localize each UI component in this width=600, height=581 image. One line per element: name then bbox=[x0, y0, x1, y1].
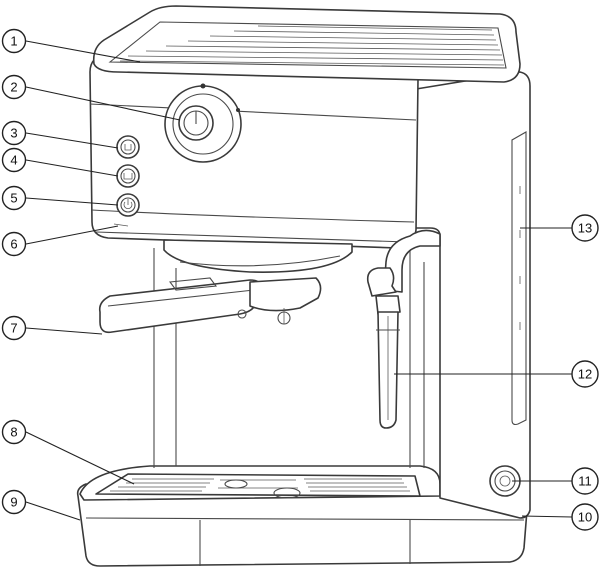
callout-label: 5 bbox=[10, 191, 17, 206]
base bbox=[76, 483, 528, 567]
callout-label: 2 bbox=[10, 80, 17, 95]
callout-label: 4 bbox=[10, 153, 17, 168]
callout-10: 10 bbox=[571, 503, 599, 531]
callout-12: 12 bbox=[571, 360, 599, 388]
callout-label: 10 bbox=[578, 510, 592, 525]
callout-9: 9 bbox=[1, 489, 27, 515]
callout-8: 8 bbox=[1, 419, 27, 445]
power-button bbox=[116, 193, 140, 217]
double-cup-button bbox=[116, 164, 140, 188]
callout-label: 8 bbox=[10, 425, 17, 440]
portafilter-handle bbox=[98, 277, 322, 334]
callout-label: 7 bbox=[10, 321, 17, 336]
callout-label: 11 bbox=[578, 474, 592, 489]
callout-4: 4 bbox=[1, 147, 27, 173]
callout-6: 6 bbox=[1, 231, 27, 257]
callout-label: 13 bbox=[578, 221, 592, 236]
steam-wand bbox=[366, 229, 441, 429]
callout-label: 9 bbox=[10, 495, 17, 510]
callout-11: 11 bbox=[571, 467, 599, 495]
callout-5: 5 bbox=[1, 185, 27, 211]
callout-13: 13 bbox=[571, 214, 599, 242]
callout-label: 3 bbox=[10, 126, 17, 141]
main-housing bbox=[89, 53, 419, 249]
callout-7: 7 bbox=[1, 315, 27, 341]
callout-label: 6 bbox=[10, 237, 17, 252]
callout-label: 1 bbox=[10, 34, 17, 49]
drip-grille bbox=[95, 473, 421, 499]
single-cup-button bbox=[116, 135, 140, 159]
cup-warmer-grille bbox=[92, 5, 521, 83]
rotary-knob bbox=[164, 83, 242, 163]
water-tank bbox=[409, 71, 531, 519]
brew-head bbox=[163, 239, 353, 273]
callout-label: 12 bbox=[578, 367, 592, 382]
body-column bbox=[153, 240, 425, 468]
leader-lines bbox=[25, 40, 573, 521]
callout-1: 1 bbox=[1, 28, 27, 54]
callout-3: 3 bbox=[1, 120, 27, 146]
callout-2: 2 bbox=[1, 74, 27, 100]
